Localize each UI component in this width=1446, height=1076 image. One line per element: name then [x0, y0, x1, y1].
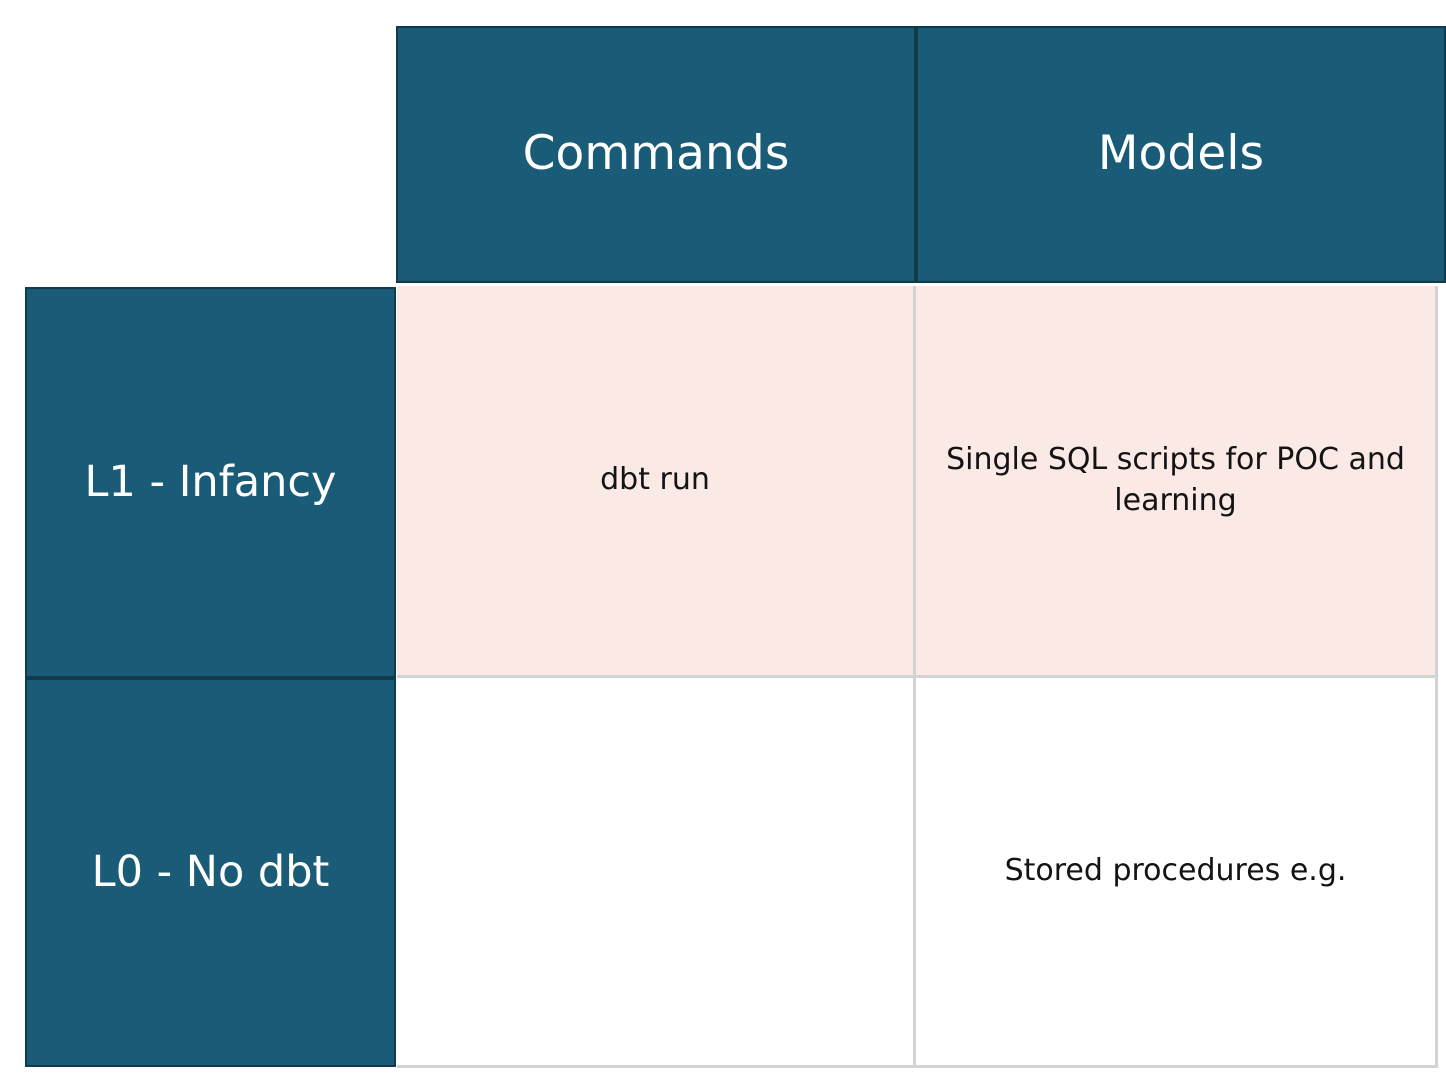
cell-l1-commands[interactable]: dbt run — [397, 286, 916, 678]
cell-l0-commands[interactable] — [397, 678, 916, 1068]
column-header-models[interactable]: Models — [916, 26, 1446, 283]
cell-l1-models[interactable]: Single SQL scripts for POC and learning — [916, 286, 1438, 678]
column-header-commands-label: Commands — [522, 126, 790, 182]
cell-l1-commands-text: dbt run — [600, 462, 710, 498]
cell-l0-models-text: Stored procedures e.g. — [1004, 853, 1347, 889]
column-header-commands[interactable]: Commands — [396, 26, 916, 283]
row-header-l0-no-dbt-label: L0 - No dbt — [91, 846, 330, 897]
row-header-l1-infancy[interactable]: L1 - Infancy — [25, 287, 396, 678]
matrix-corner-cell — [0, 0, 396, 283]
row-header-l1-infancy-label: L1 - Infancy — [84, 456, 337, 507]
cell-l0-models[interactable]: Stored procedures e.g. — [916, 678, 1438, 1068]
column-header-models-label: Models — [1097, 126, 1265, 182]
row-header-l0-no-dbt[interactable]: L0 - No dbt — [25, 678, 396, 1067]
cell-l1-models-text: Single SQL scripts for POC and learning — [946, 442, 1405, 518]
